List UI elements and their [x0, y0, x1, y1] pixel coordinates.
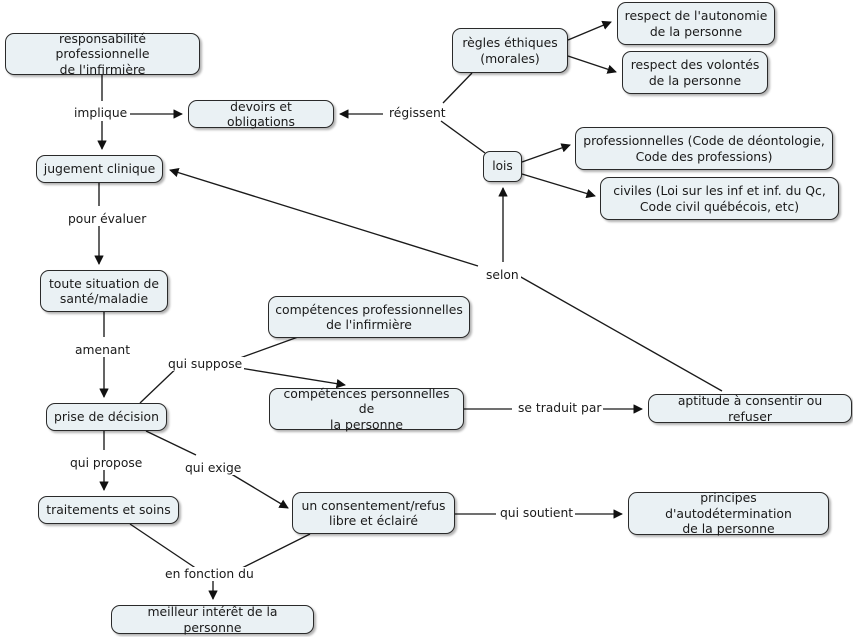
edge-consentement-enfonctiondu: [235, 533, 311, 572]
edge-regles-autonomie: [567, 20, 612, 41]
node-principes-autodetermination[interactable]: principes d'autodétermination de la pers…: [628, 490, 829, 536]
edge-prise-quiexige: [145, 430, 197, 456]
node-responsabilite-professionnelle[interactable]: responsabilité professionnelle de l'infi…: [5, 31, 200, 77]
edge-traitements-enfonctiondu: [129, 523, 201, 572]
edge-selon-aptitude: [511, 271, 723, 392]
edge-selon-jugement: [169, 168, 479, 267]
edge-label-qui-soutient: qui soutient: [498, 506, 576, 520]
edge-label-en-fonction-du: en fonction du: [163, 567, 256, 581]
node-jugement-clinique[interactable]: jugement clinique: [36, 155, 163, 183]
edge-label-qui-propose: qui propose: [68, 456, 145, 470]
node-toute-situation-sante-maladie[interactable]: toute situation de santé/maladie: [40, 270, 168, 312]
edge-quiexige-consentement: [227, 471, 289, 509]
edge-label-amenant: amenant: [73, 343, 133, 357]
node-meilleur-interet-de-la-personne[interactable]: meilleur intérêt de la personne: [111, 604, 314, 635]
node-competences-professionnelles[interactable]: compétences professionnelles de l'infirm…: [268, 296, 470, 338]
node-devoirs-et-obligations[interactable]: devoirs et obligations: [188, 99, 334, 129]
edge-regles-regissent: [442, 72, 473, 104]
node-aptitude-consentir-refuser[interactable]: aptitude à consentir ou refuser: [648, 393, 852, 424]
edge-label-pour-evaluer: pour évaluer: [66, 212, 149, 226]
node-respect-autonomie-personne[interactable]: respect de l'autonomie de la personne: [617, 2, 775, 45]
edge-label-regissent: régissent: [387, 106, 448, 120]
edge-label-qui-suppose: qui suppose: [166, 357, 245, 371]
node-traitements-et-soins[interactable]: traitements et soins: [38, 496, 179, 524]
edge-label-qui-exige: qui exige: [183, 461, 244, 475]
node-prise-de-decision[interactable]: prise de décision: [46, 403, 167, 431]
node-lois-professionnelles[interactable]: professionnelles (Code de déontologie, C…: [575, 127, 833, 170]
edge-label-se-traduit-par: se traduit par: [516, 401, 604, 415]
node-competences-personnelles[interactable]: compétences personnelles de la personne: [269, 386, 464, 432]
node-lois-civiles[interactable]: civiles (Loi sur les inf et inf. du Qc, …: [600, 177, 839, 220]
node-lois[interactable]: lois: [483, 151, 522, 182]
edge-label-implique: implique: [72, 106, 130, 120]
edge-lois-professionnelles: [521, 143, 571, 163]
node-regles-ethiques-morales[interactable]: règles éthiques (morales): [452, 28, 568, 73]
node-consentement-refus-libre-eclaire[interactable]: un consentement/refus libre et éclairé: [292, 492, 455, 534]
edge-regles-volontes: [567, 55, 617, 74]
edge-quisuppose-comppers: [239, 367, 346, 389]
edge-regissent-lois: [440, 120, 486, 154]
edge-label-selon: selon: [484, 268, 521, 282]
node-respect-volontes-personne[interactable]: respect des volontés de la personne: [622, 51, 768, 94]
edge-lois-civiles: [521, 173, 596, 199]
